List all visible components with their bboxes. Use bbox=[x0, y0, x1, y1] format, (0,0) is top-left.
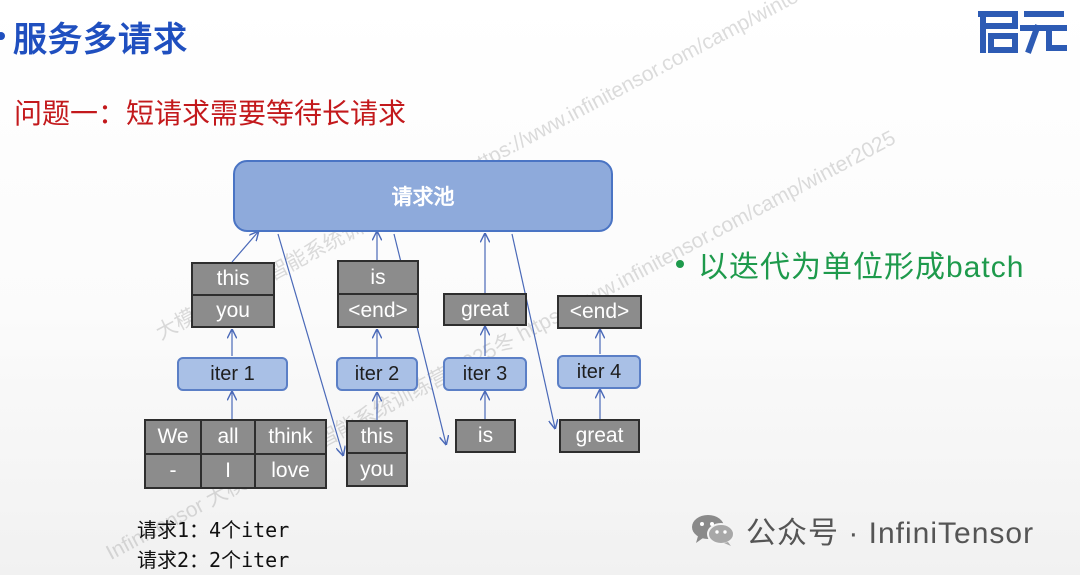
arrow-out1-to-pool bbox=[231, 232, 258, 263]
title-text: 服务多请求 bbox=[13, 20, 188, 59]
token-we: We bbox=[144, 419, 202, 455]
bullet-dot-icon bbox=[676, 260, 684, 268]
token-is: is bbox=[455, 419, 516, 453]
question-text: 问题一：短请求需要等待长请求 bbox=[14, 98, 407, 129]
token-is: is bbox=[337, 260, 419, 295]
iter-1-box: iter 1 bbox=[177, 357, 288, 391]
note-request-2: 请求2：2个iter bbox=[137, 548, 290, 572]
bullet-item: 以迭代为单位形成batch bbox=[676, 242, 1024, 286]
arrow-pool-to-iter4-input bbox=[511, 233, 555, 428]
bullet-text: 以迭代为单位形成batch bbox=[698, 251, 1025, 284]
arrow-pool-to-iter2-input bbox=[277, 233, 343, 455]
token-end: <end> bbox=[557, 295, 642, 329]
token-end: <end> bbox=[337, 293, 419, 328]
request-pool: 请求池 bbox=[233, 160, 613, 232]
slide-title: 服务多请求 bbox=[0, 14, 188, 59]
token-dash: - bbox=[144, 453, 202, 489]
footer-brand: 公众号 · InfiniTensor bbox=[690, 508, 1034, 552]
token-this: this bbox=[346, 420, 408, 454]
wechat-icon bbox=[692, 515, 735, 546]
token-all: all bbox=[200, 419, 256, 455]
token-this: this bbox=[191, 262, 275, 296]
logo bbox=[978, 11, 1067, 54]
token-you: you bbox=[191, 294, 275, 328]
token-great: great bbox=[443, 293, 527, 326]
footer-text: 公众号 · InfiniTensor bbox=[746, 517, 1035, 550]
title-bullet-icon bbox=[0, 32, 5, 40]
iter-2-box: iter 2 bbox=[336, 357, 418, 391]
token-i: I bbox=[200, 453, 256, 489]
token-think: think bbox=[254, 419, 327, 455]
token-love: love bbox=[254, 453, 327, 489]
note-request-1: 请求1：4个iter bbox=[137, 518, 290, 542]
token-you: you bbox=[346, 452, 408, 487]
token-great: great bbox=[559, 419, 640, 453]
iter-3-box: iter 3 bbox=[443, 357, 527, 391]
iter-4-box: iter 4 bbox=[557, 355, 641, 389]
